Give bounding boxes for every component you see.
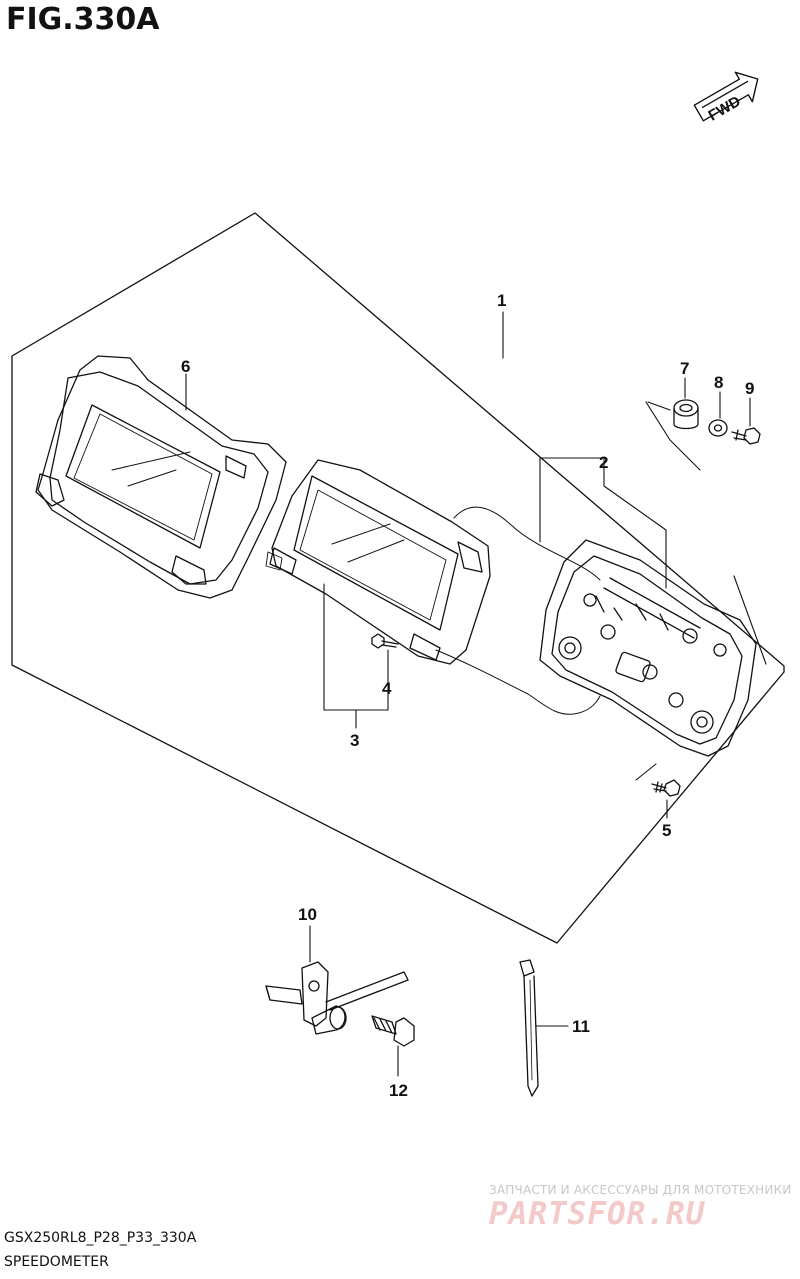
callout-9: 9 bbox=[745, 379, 754, 398]
callout-6: 6 bbox=[181, 357, 190, 376]
callout-10: 10 bbox=[298, 905, 317, 924]
screw-5-part bbox=[651, 779, 681, 797]
watermark-tagline: ЗАПЧАСТИ И АКСЕССУАРЫ ДЛЯ МОТОТЕХНИКИ bbox=[489, 1183, 792, 1197]
bolt-12-part bbox=[371, 1015, 415, 1047]
display-unit-part bbox=[265, 459, 491, 665]
watermark-logo: PARTSFOR.RU bbox=[489, 1196, 706, 1232]
washer-8-part bbox=[708, 419, 728, 437]
callout-3: 3 bbox=[350, 731, 359, 750]
sensor-10-part bbox=[265, 961, 409, 1035]
wiring-harness bbox=[435, 506, 601, 715]
callout-8: 8 bbox=[714, 373, 723, 392]
callout-11: 11 bbox=[572, 1017, 590, 1036]
meter-cover-part bbox=[35, 355, 287, 599]
bolt-9-part bbox=[731, 427, 761, 445]
leader-lines bbox=[185, 311, 767, 1077]
diagram-code: GSX250RL8_P28_P33_330A bbox=[4, 1230, 197, 1246]
callout-4: 4 bbox=[382, 679, 392, 698]
callout-2: 2 bbox=[599, 453, 608, 472]
callout-7: 7 bbox=[680, 359, 689, 378]
screw-4-part bbox=[371, 633, 399, 649]
meter-case-part bbox=[539, 539, 757, 757]
cable-tie-11-part bbox=[519, 959, 539, 1097]
fwd-arrow-icon bbox=[693, 71, 759, 122]
diagram-name: SPEEDOMETER bbox=[4, 1254, 109, 1270]
grommet-7-part bbox=[673, 399, 699, 430]
callout-12: 12 bbox=[389, 1081, 408, 1100]
assembly-boundary bbox=[11, 212, 785, 944]
callout-1: 1 bbox=[497, 291, 506, 310]
callout-5: 5 bbox=[662, 821, 671, 840]
figure-title: FIG.330A bbox=[6, 2, 160, 37]
